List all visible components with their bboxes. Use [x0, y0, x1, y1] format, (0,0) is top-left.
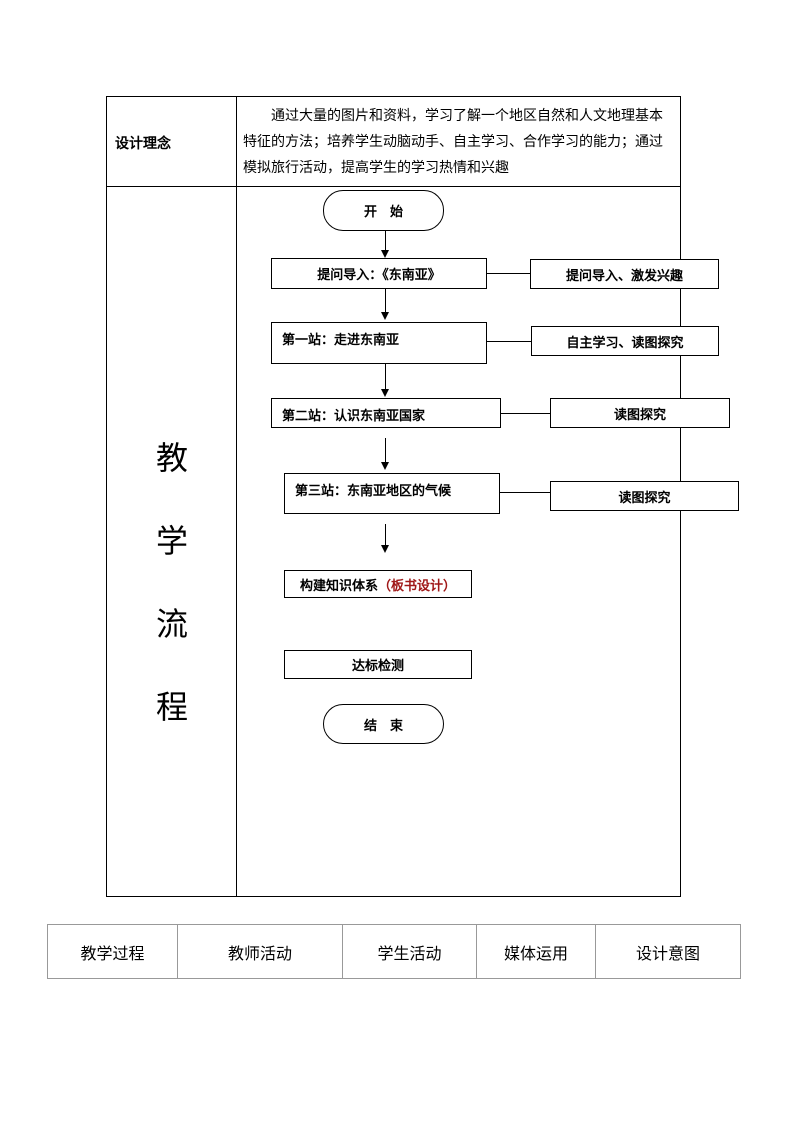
flow-note-intro: 提问导入、激发兴趣 — [530, 259, 719, 289]
flow-connector — [487, 341, 531, 342]
flow-title-char: 教 — [155, 439, 188, 477]
flow-connector — [487, 273, 530, 274]
board-design-text: （板书设计） — [378, 578, 457, 594]
header-cell: 教师活动 — [177, 924, 343, 979]
header-cell: 设计意图 — [595, 924, 741, 979]
flow-step-assessment: 达标检测 — [284, 650, 472, 679]
teaching-flow-title: 教 学 流 程 — [147, 417, 197, 749]
flow-title-char: 学 — [155, 522, 188, 560]
flow-step-station2: 第二站：认识东南亚国家 — [271, 398, 501, 428]
flow-title-char: 流 — [155, 605, 188, 643]
flow-step-intro: 提问导入：《东南亚》 — [271, 258, 487, 289]
flow-arrow — [381, 231, 389, 258]
flow-connector — [500, 492, 550, 493]
header-cell: 学生活动 — [342, 924, 477, 979]
flow-title-char: 程 — [155, 688, 188, 726]
flow-note-station3: 读图探究 — [550, 481, 739, 511]
flow-step-station1: 第一站：走进东南亚 — [271, 322, 487, 364]
flow-end: 结 束 — [323, 704, 444, 744]
flow-arrow — [381, 438, 389, 470]
flow-note-station1: 自主学习、读图探究 — [531, 326, 719, 356]
design-table: 设计理念 通过大量的图片和资料，学习了解一个地区自然和人文地理基本特征的方法；培… — [106, 96, 681, 897]
knowledge-system-text: 构建知识体系 — [299, 578, 378, 594]
flow-note-station2: 读图探究 — [550, 398, 730, 428]
flow-step-station3: 第三站：东南亚地区的气候 — [284, 473, 500, 514]
flow-arrow — [381, 364, 389, 397]
design-concept-label: 设计理念 — [115, 136, 171, 152]
flow-arrow — [381, 524, 389, 553]
column-divider — [236, 97, 237, 896]
teaching-process-header-table: 教学过程 教师活动 学生活动 媒体运用 设计意图 — [47, 924, 741, 979]
design-concept-text: 通过大量的图片和资料，学习了解一个地区自然和人文地理基本特征的方法；培养学生动脑… — [243, 108, 663, 176]
header-cell: 教学过程 — [47, 924, 178, 979]
flow-step-knowledge: 构建知识体系（板书设计） — [284, 570, 472, 598]
header-cell: 媒体运用 — [476, 924, 596, 979]
flow-arrow — [381, 289, 389, 320]
flow-start: 开 始 — [323, 190, 444, 231]
flow-connector — [501, 413, 550, 414]
row-divider — [107, 186, 680, 187]
table-row: 教学过程 教师活动 学生活动 媒体运用 设计意图 — [47, 924, 741, 979]
